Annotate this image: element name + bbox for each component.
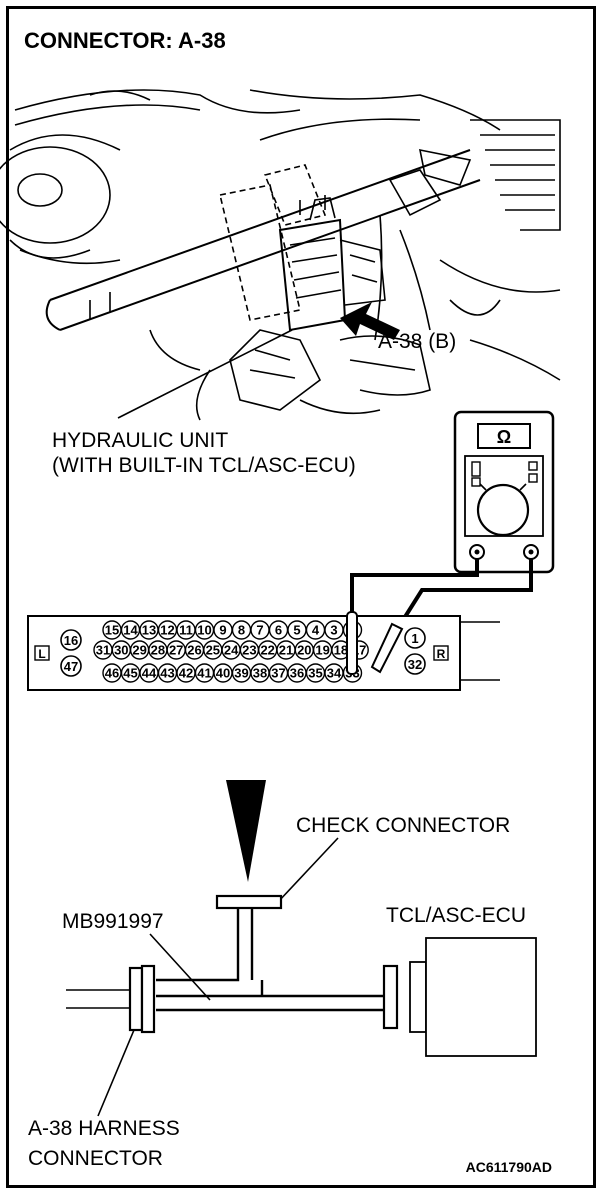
- meter-dial-icon: [476, 483, 530, 537]
- pin-37: 37: [271, 666, 285, 681]
- test-lead-2: [396, 559, 533, 630]
- pin-34: 34: [327, 666, 342, 681]
- pin-28: 28: [151, 643, 165, 658]
- pin-22: 22: [260, 643, 274, 658]
- pin-6: 6: [275, 623, 282, 638]
- harness-connector-a38: [128, 964, 156, 1034]
- pin-38: 38: [253, 666, 267, 681]
- pin-42: 42: [179, 666, 193, 681]
- harness-connector-label: A-38 HARNESS: [28, 1117, 180, 1140]
- pin-8: 8: [238, 623, 245, 638]
- pin-1: 1: [411, 631, 418, 646]
- adapter-label: MB991997: [62, 910, 164, 933]
- pin-44: 44: [142, 666, 157, 681]
- connector-pointer-arrow: [340, 302, 400, 340]
- pin-23: 23: [242, 643, 256, 658]
- check-connector: [215, 894, 283, 910]
- connector-left-tag: L: [38, 647, 45, 661]
- pin-9: 9: [219, 623, 226, 638]
- harness-connector-sublabel: CONNECTOR: [28, 1147, 163, 1170]
- check-connector-leader: [277, 837, 339, 903]
- pin-29: 29: [132, 643, 146, 658]
- pin-41: 41: [197, 666, 211, 681]
- connector-a38b-label: A-38 (B): [378, 330, 456, 353]
- pin-47: 47: [64, 659, 78, 674]
- pin-46: 46: [105, 666, 119, 681]
- hydraulic-unit-leader: [117, 329, 293, 419]
- pin-5: 5: [293, 623, 300, 638]
- test-probes: [346, 611, 404, 675]
- pin-43: 43: [160, 666, 174, 681]
- pin-40: 40: [216, 666, 230, 681]
- adapter-leader: [149, 933, 211, 1001]
- ecu-label: TCL/ASC-ECU: [386, 904, 526, 927]
- pin-14: 14: [123, 623, 138, 638]
- hydraulic-unit-label: HYDRAULIC UNIT: [52, 429, 228, 452]
- connector-face: L R 16 47 1 32 15141312111098765432 3130…: [27, 615, 500, 691]
- pin-4: 4: [312, 623, 320, 638]
- pin-3: 3: [330, 623, 337, 638]
- figure-code: AC611790AD: [466, 1159, 552, 1175]
- figure-title: CONNECTOR: A-38: [24, 28, 226, 53]
- pin-32: 32: [408, 657, 422, 672]
- vehicle-harness-wires: [66, 989, 130, 1009]
- pin-21: 21: [279, 643, 293, 658]
- pin-20: 20: [297, 643, 311, 658]
- engine-bay-illustration: [0, 89, 561, 421]
- pin-35: 35: [308, 666, 322, 681]
- pin-36: 36: [290, 666, 304, 681]
- pin-13: 13: [142, 623, 156, 638]
- pin-27: 27: [169, 643, 183, 658]
- connector-right-tag: R: [437, 647, 446, 661]
- test-lead-1: [350, 559, 479, 616]
- pin-30: 30: [114, 643, 128, 658]
- pin-16: 16: [64, 633, 78, 648]
- hydraulic-unit-sublabel: (WITH BUILT-IN TCL/ASC-ECU): [52, 454, 356, 477]
- pin-25: 25: [206, 643, 220, 658]
- tcl-asc-ecu-box: [425, 937, 537, 1057]
- harness-connector-leader: [97, 1029, 135, 1117]
- pin-10: 10: [197, 623, 211, 638]
- pin-12: 12: [160, 623, 174, 638]
- pin-19: 19: [315, 643, 329, 658]
- check-connector-label: CHECK CONNECTOR: [296, 814, 510, 837]
- pin-26: 26: [187, 643, 201, 658]
- down-arrow-icon: [226, 780, 266, 882]
- ohmmeter: Ω: [453, 410, 555, 574]
- pin-11: 11: [179, 623, 193, 638]
- pin-39: 39: [234, 666, 248, 681]
- ohm-symbol: Ω: [497, 427, 511, 447]
- adapter-harness-mb991997: [156, 908, 385, 1012]
- pin-15: 15: [105, 623, 119, 638]
- pin-row-3: 4645444342414039383736353433: [102, 663, 363, 683]
- pin-31: 31: [96, 643, 110, 658]
- pin-24: 24: [224, 643, 239, 658]
- pin-7: 7: [256, 623, 263, 638]
- pin-45: 45: [123, 666, 137, 681]
- pin-18: 18: [334, 643, 348, 658]
- ecu-connector: [382, 937, 537, 1057]
